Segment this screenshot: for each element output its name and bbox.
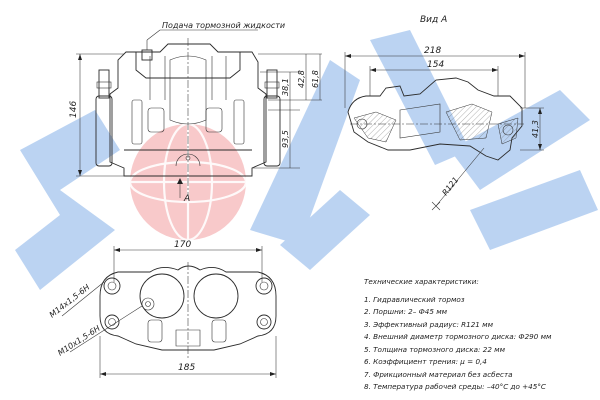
fluid-inlet-label: Подача тормозной жидкости [162, 21, 285, 30]
technical-specs: Технические характеристики: 1. Гидравлич… [364, 276, 596, 394]
view-a: Вид А 218 154 41,3 R121 [344, 15, 544, 211]
spec-item: 4. Внешний диаметр тормозного диска: Ф29… [364, 332, 552, 341]
arrow-a-label: А [183, 194, 190, 204]
thread-m14-label: M14x1,5-6H [48, 283, 92, 320]
view-a-arrow: А [177, 178, 190, 204]
spec-item: 7. Фрикционный материал без асбеста [364, 369, 513, 379]
dim-154-label: 154 [427, 60, 444, 70]
spec-item: 1. Гидравлический тормоз [364, 294, 465, 304]
spec-item: 2. Поршни: 2– Ф45 мм [364, 307, 448, 316]
thread-m10-label: M10x1,5-6H [56, 324, 102, 358]
dim-146: 146 [69, 53, 124, 177]
front-view [95, 38, 281, 196]
dim-185-label: 185 [178, 363, 195, 373]
dim-61-8-label: 61,8 [311, 70, 320, 88]
spec-item: 5. Толщина тормозного диска: 22 мм [364, 344, 506, 354]
dim-38-1-label: 38,1 [281, 78, 290, 96]
dim-170-label: 170 [174, 240, 191, 250]
fluid-inlet-callout: Подача тормозной жидкости [146, 21, 285, 41]
watermark-logo [15, 30, 598, 290]
dim-218-label: 218 [424, 46, 441, 56]
dim-42-8-label: 42,8 [297, 70, 306, 88]
specs-title: Технические характеристики: [364, 277, 479, 286]
bottom-view: 170 185 M14x1,5-6H M10x1,5-6H [48, 240, 277, 378]
dim-41-3-label: 41,3 [531, 120, 540, 138]
spec-item: 6. Коэффициент трения: μ = 0,4 [364, 357, 487, 366]
dim-right-stack: 38,1 42,8 61,8 93,5 [252, 53, 322, 169]
view-a-title: Вид А [420, 15, 447, 25]
spec-item: 8. Температура рабочей среды: –40°С до +… [364, 382, 546, 391]
dim-146-label: 146 [69, 101, 79, 118]
spec-item: 3. Эффективный радиус: R121 мм [364, 319, 493, 329]
radius-r121-label: R121 [440, 175, 460, 197]
dim-93-5-label: 93,5 [281, 130, 290, 148]
